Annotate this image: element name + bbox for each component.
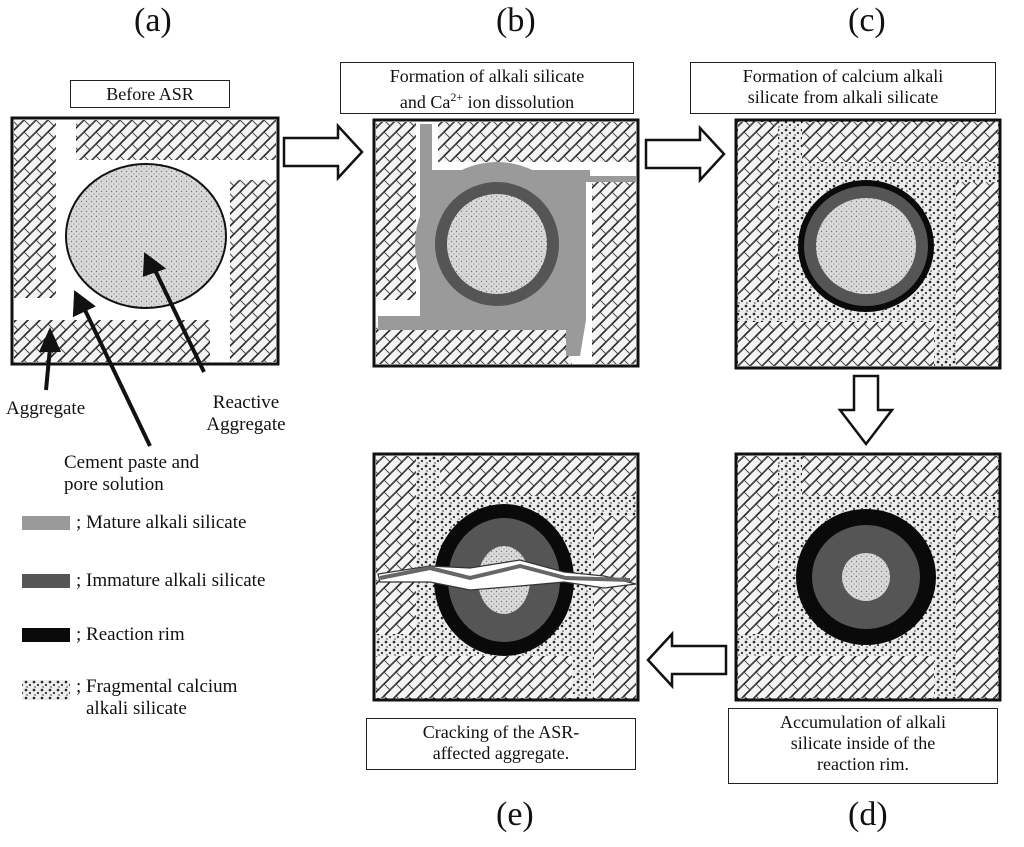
title-b-line2: and Ca2+ ion dissolution — [399, 90, 575, 112]
panel-letter-e: (e) — [496, 796, 534, 833]
title-box-b: Formation of alkali silicate and Ca2+ io… — [340, 62, 634, 114]
panel-letter-d: (d) — [848, 796, 888, 833]
legend-immature: ; Immature alkali silicate — [76, 570, 266, 591]
legend-swatch-immature — [22, 574, 70, 588]
flow-arrows — [282, 122, 895, 690]
legend-swatches — [22, 516, 70, 700]
caption-d-line3: reaction rim. — [817, 754, 909, 774]
panel-a — [10, 116, 280, 366]
legend-swatch-rim — [22, 628, 70, 642]
annotation-arrows — [38, 252, 206, 447]
panel-letter-b: (b) — [496, 2, 536, 39]
panel-b — [372, 118, 640, 368]
arrow-c-to-d — [837, 374, 895, 447]
panel-letter-a: (a) — [134, 2, 172, 39]
arrow-d-to-e — [646, 630, 728, 690]
label-aggregate: Aggregate — [6, 398, 86, 419]
legend-swatch-fragmental — [22, 680, 70, 700]
legend-swatch-mature — [22, 516, 70, 530]
title-c-line1: Formation of calcium alkali — [742, 66, 944, 86]
title-box-a: Before ASR — [70, 80, 230, 108]
caption-e-line1: Cracking of the ASR- — [422, 722, 580, 742]
caption-box-d: Accumulation of alkali silicate inside o… — [728, 708, 998, 784]
label-cement-paste: Cement paste and pore solution — [64, 452, 200, 495]
panel-e — [372, 452, 640, 702]
panel-letter-c: (c) — [848, 2, 886, 39]
aggregate-left-a — [14, 120, 56, 298]
crack — [377, 559, 637, 591]
legend-rim: ; Reaction rim — [76, 624, 185, 645]
reactive-core-b — [447, 194, 547, 294]
title-b-line1: Formation of alkali silicate — [389, 66, 585, 86]
panel-d — [734, 452, 1002, 702]
caption-box-e: Cracking of the ASR- affected aggregate. — [366, 718, 636, 770]
legend-fragmental: ; Fragmental calcium alkali silicate — [76, 676, 238, 719]
caption-d-line2: silicate inside of the — [790, 733, 936, 753]
panel-c — [734, 118, 1002, 370]
caption-d-line1: Accumulation of alkali — [780, 712, 946, 732]
title-a: Before ASR — [106, 84, 194, 104]
title-box-c: Formation of calcium alkali silicate fro… — [690, 62, 996, 114]
aggregate-right-a — [230, 180, 276, 362]
arrow-b-to-c — [644, 124, 726, 184]
aggregate-top-a — [76, 120, 276, 160]
label-reactive-aggregate: Reactive Aggregate — [206, 392, 286, 435]
reactive-aggregate-a — [65, 163, 227, 309]
title-c-line2: silicate from alkali silicate — [747, 87, 939, 107]
arrow-a-to-b — [282, 122, 364, 182]
caption-e-line2: affected aggregate. — [432, 743, 570, 763]
legend-mature: ; Mature alkali silicate — [76, 512, 247, 533]
